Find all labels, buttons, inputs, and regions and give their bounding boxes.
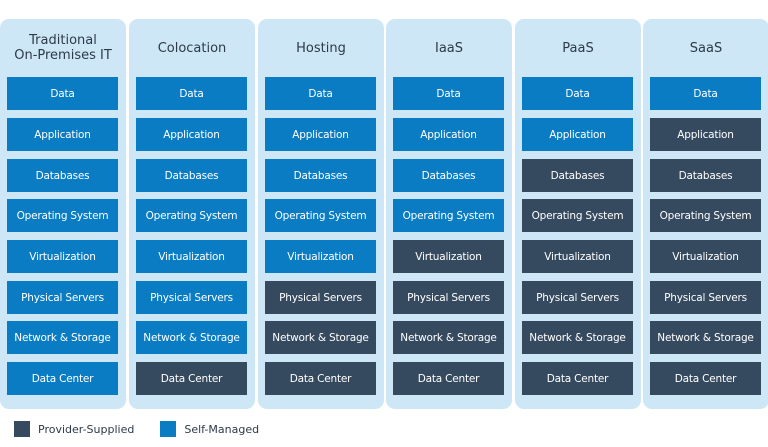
layer-cell: Network & Storage xyxy=(522,321,633,354)
layer-cell: Data xyxy=(7,77,118,110)
layer-cell: Operating System xyxy=(650,199,761,232)
layer-cell: Network & Storage xyxy=(265,321,376,354)
layer-cell: Databases xyxy=(393,159,504,192)
layer-cell: Virtualization xyxy=(7,240,118,273)
layer-cell: Databases xyxy=(136,159,247,192)
layer-cell: Data Center xyxy=(522,362,633,395)
provider-supplied-swatch xyxy=(14,421,30,437)
column-title: Hosting xyxy=(296,40,346,56)
column-title: PaaS xyxy=(562,40,594,56)
layer-cell: Application xyxy=(265,118,376,151)
layer-cell: Physical Servers xyxy=(136,281,247,314)
column-title: SaaS xyxy=(689,40,723,56)
layer-cell: Application xyxy=(522,118,633,151)
layer-cell: Physical Servers xyxy=(265,281,376,314)
legend-item-self-managed: Self-Managed xyxy=(160,421,259,437)
layer-cell: Physical Servers xyxy=(522,281,633,314)
layer-cell: Data xyxy=(650,77,761,110)
layer-cell: Data xyxy=(522,77,633,110)
layer-cell: Network & Storage xyxy=(650,321,761,354)
layer-cell: Data xyxy=(136,77,247,110)
layer-cell: Data Center xyxy=(393,362,504,395)
layer-cell: Databases xyxy=(522,159,633,192)
legend-item-provider-supplied: Provider-Supplied xyxy=(14,421,134,437)
layer-cell: Operating System xyxy=(265,199,376,232)
legend-label-self-managed: Self-Managed xyxy=(184,422,260,436)
layer-cell: Data Center xyxy=(136,362,247,395)
column-title: Colocation xyxy=(157,40,227,56)
layer-cell: Virtualization xyxy=(265,240,376,273)
layer-cell: Application xyxy=(136,118,247,151)
layer-cell: Application xyxy=(393,118,504,151)
layer-cell: Data Center xyxy=(650,362,761,395)
layer-cell: Virtualization xyxy=(393,240,504,273)
layer-cell: Operating System xyxy=(7,199,118,232)
layer-cell: Physical Servers xyxy=(650,281,761,314)
layer-cell: Operating System xyxy=(136,199,247,232)
layer-cell: Virtualization xyxy=(650,240,761,273)
layer-cell: Operating System xyxy=(393,199,504,232)
layer-cell: Databases xyxy=(650,159,761,192)
layer-cell: Network & Storage xyxy=(136,321,247,354)
layer-cell: Databases xyxy=(265,159,376,192)
layer-cell: Data Center xyxy=(7,362,118,395)
self-managed-swatch xyxy=(160,421,177,437)
layer-cell: Application xyxy=(7,118,118,151)
layer-cell: Physical Servers xyxy=(7,281,118,314)
legend: Provider-Supplied Self-Managed xyxy=(14,421,285,437)
layer-cell: Data Center xyxy=(265,362,376,395)
layer-cell: Data xyxy=(393,77,504,110)
layer-cell: Application xyxy=(650,118,761,151)
layer-cell: Physical Servers xyxy=(393,281,504,314)
layer-cell: Operating System xyxy=(522,199,633,232)
layer-cell: Data xyxy=(265,77,376,110)
layer-cell: Databases xyxy=(7,159,118,192)
layer-cell: Virtualization xyxy=(136,240,247,273)
column-title: Traditional On-Premises IT xyxy=(14,33,112,63)
layer-cell: Network & Storage xyxy=(393,321,504,354)
legend-label-provider-supplied: Provider-Supplied xyxy=(38,422,135,436)
layer-cell: Virtualization xyxy=(522,240,633,273)
column-title: IaaS xyxy=(434,40,464,56)
layer-cell: Network & Storage xyxy=(7,321,118,354)
